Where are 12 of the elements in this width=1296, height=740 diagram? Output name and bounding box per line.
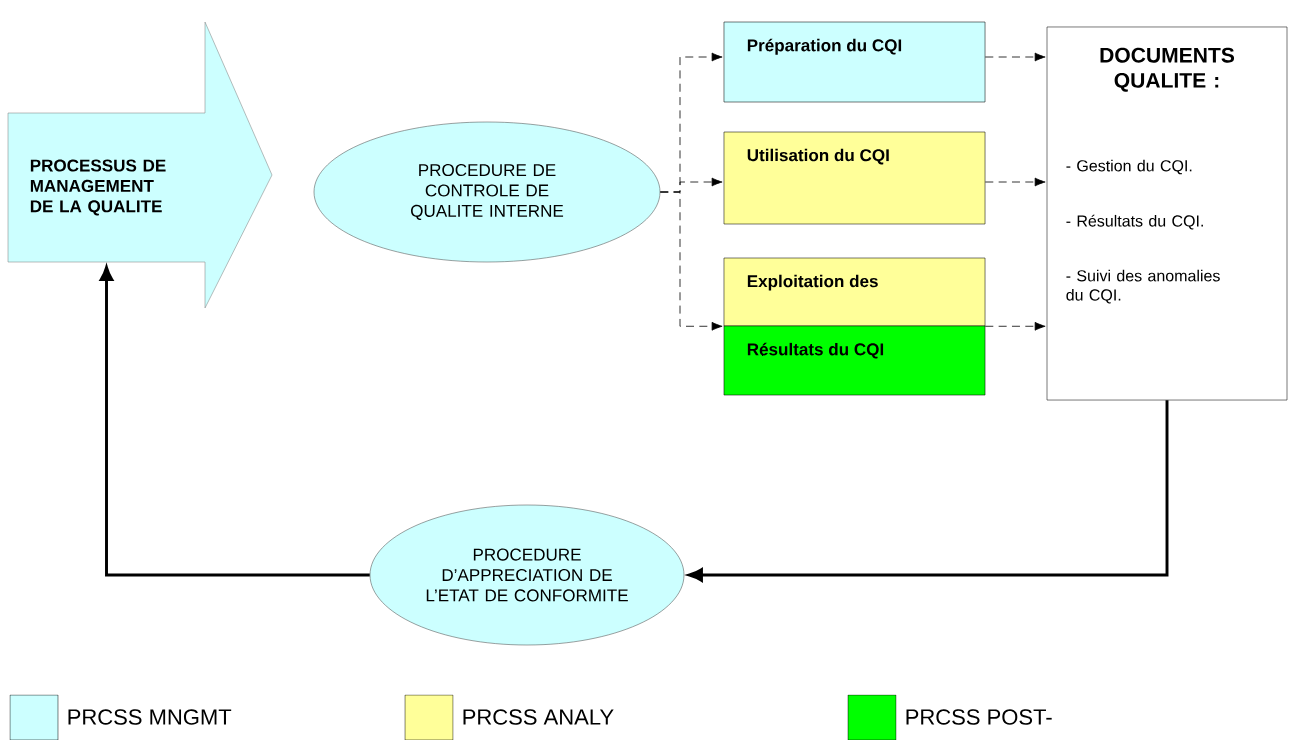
legend-label: PRCSS ANALY bbox=[463, 709, 614, 725]
process-box: Exploitation des bbox=[723, 257, 986, 327]
legend-label: PRCSS MNGMT bbox=[68, 709, 232, 725]
arrow bbox=[984, 52, 1046, 62]
arrow bbox=[984, 321, 1046, 331]
process-box: Résultats du CQI bbox=[723, 325, 986, 396]
arrow bbox=[659, 191, 723, 331]
legend-label: PRCSS POST- bbox=[906, 709, 1052, 725]
document-box: DOCUMENTS QUALITE : - Gestion du CQI. - Résultats du CQI. - Suivi des anomalies du CQI. bbox=[1046, 26, 1288, 401]
arrow bbox=[984, 177, 1046, 187]
process-box: Utilisation du CQI bbox=[723, 131, 986, 225]
process-box: Préparation du CQI bbox=[723, 21, 986, 103]
